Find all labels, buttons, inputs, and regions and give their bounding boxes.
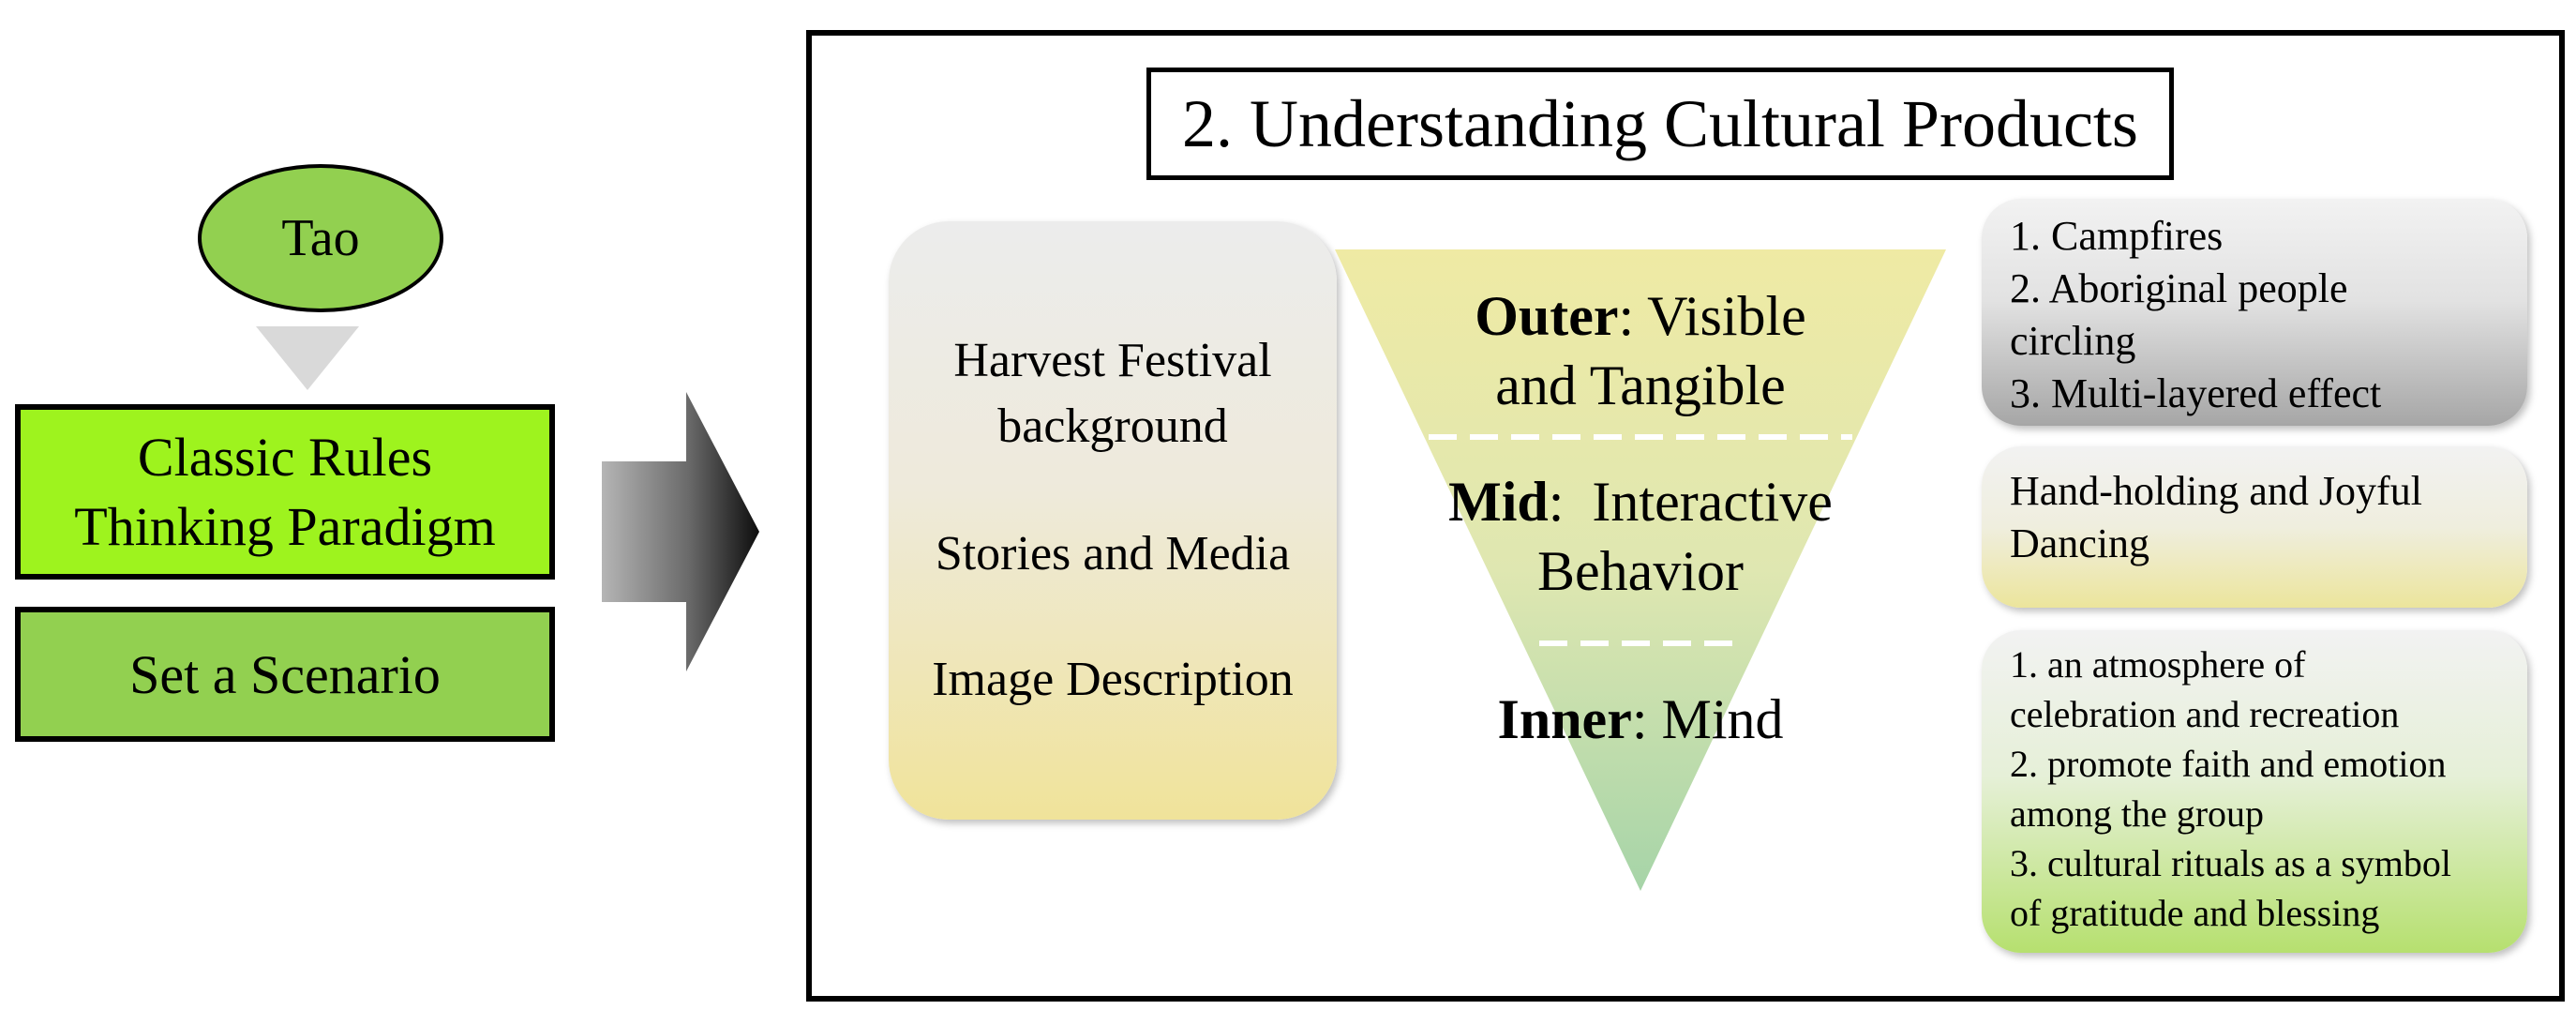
classic-rules-line2: Thinking Paradigm <box>74 495 496 557</box>
inner-detail-1: 1. an atmosphere of <box>2010 643 2306 686</box>
inner-details-box: 1. an atmosphere of celebration and recr… <box>1982 630 2527 953</box>
tao-ellipse: Tao <box>198 164 443 312</box>
right-arrow-icon <box>602 392 759 671</box>
tao-label: Tao <box>281 209 360 267</box>
inner-layer-label: Inner: Mind <box>1406 685 1875 754</box>
outer-detail-3: circling <box>2010 318 2136 364</box>
product-image-description: Image Description <box>932 653 1294 706</box>
inner-layer-text: : Mind <box>1631 688 1784 750</box>
classic-rules-line1: Classic Rules <box>137 426 433 488</box>
outer-details-box: 1. Campfires 2. Aboriginal people circli… <box>1982 199 2527 426</box>
mid-layer-bold: Mid <box>1448 471 1549 533</box>
outer-detail-4: 3. Multi-layered effect <box>2010 370 2382 416</box>
triangle-shape <box>1335 249 1946 891</box>
outer-layer-bold: Outer <box>1475 285 1619 347</box>
mid-layer-line2: Behavior <box>1537 540 1744 602</box>
down-arrow-icon <box>256 326 359 390</box>
inner-detail-5: 3. cultural rituals as a symbol <box>2010 842 2452 884</box>
inner-detail-6: of gratitude and blessing <box>2010 892 2380 934</box>
product-stories: Stories and Media <box>935 527 1291 580</box>
inner-detail-3: 2. promote faith and emotion <box>2010 743 2447 785</box>
mid-detail-1: Hand-holding and Joyful <box>2010 468 2422 514</box>
mid-layer-text: : Interactive <box>1548 471 1833 533</box>
mid-layer-label: Mid: Interactive Behavior <box>1350 467 1931 606</box>
products-box: Harvest Festival background Stories and … <box>889 221 1337 820</box>
main-title-box: 2. Understanding Cultural Products <box>1146 68 2174 180</box>
outer-layer-text: : Visible <box>1618 285 1806 347</box>
product-harvest-line2: background <box>997 399 1228 453</box>
layers-triangle: Outer: Visible and Tangible Mid: Interac… <box>1335 249 1946 891</box>
outer-layer-line2: and Tangible <box>1495 354 1786 416</box>
set-scenario-label: Set a Scenario <box>129 643 441 705</box>
inner-detail-2: celebration and recreation <box>2010 693 2400 735</box>
product-harvest-line1: Harvest Festival <box>953 334 1272 387</box>
outer-layer-label: Outer: Visible and Tangible <box>1406 281 1875 420</box>
inner-detail-4: among the group <box>2010 792 2265 835</box>
mid-detail-2: Dancing <box>2010 520 2150 566</box>
classic-rules-box: Classic Rules Thinking Paradigm <box>15 404 555 580</box>
outer-detail-1: 1. Campfires <box>2010 213 2224 259</box>
set-scenario-box: Set a Scenario <box>15 607 555 742</box>
mid-details-box: Hand-holding and Joyful Dancing <box>1982 446 2527 608</box>
outer-detail-2: 2. Aboriginal people <box>2010 265 2348 311</box>
inner-layer-bold: Inner <box>1497 688 1632 750</box>
main-title: 2. Understanding Cultural Products <box>1182 85 2138 161</box>
